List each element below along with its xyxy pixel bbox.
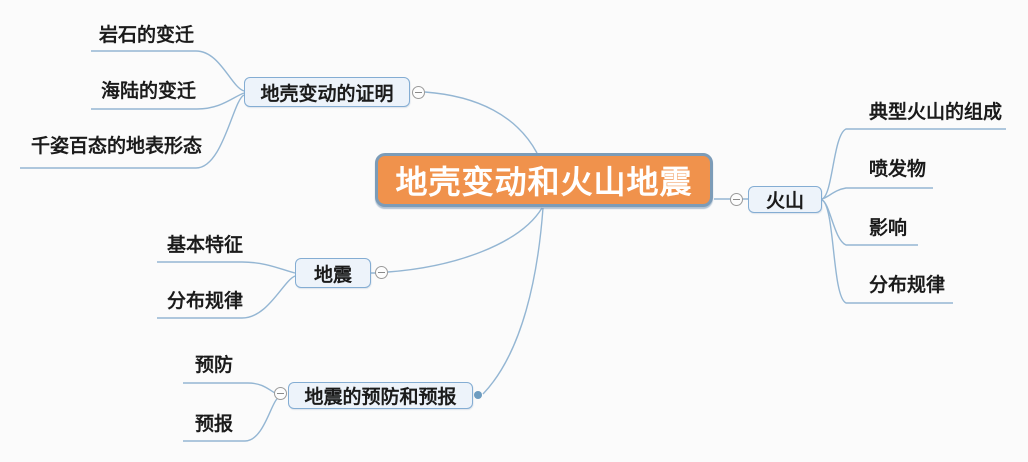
connector-central-to-prevention xyxy=(482,207,544,395)
subtopic-sea-land-change[interactable]: 海陆的变迁 xyxy=(101,80,197,102)
subtopic-impact[interactable]: 影响 xyxy=(869,217,908,239)
branch-line-quake-distribution xyxy=(157,275,296,319)
subtopic-forecast[interactable]: 预报 xyxy=(195,413,234,435)
main-topic-prevention[interactable]: 地震的预防和预报 xyxy=(288,382,473,409)
minus-icon xyxy=(733,199,740,200)
minus-icon xyxy=(277,393,284,394)
subtopic-ejecta[interactable]: 喷发物 xyxy=(869,158,927,180)
branch-line-basic-features xyxy=(157,261,296,274)
collapse-toggle-crust-proof[interactable] xyxy=(412,86,425,99)
branch-line-forecast xyxy=(183,398,278,442)
branch-line-landforms xyxy=(20,94,245,169)
main-topic-volcano[interactable]: 火山 xyxy=(748,186,822,213)
subtopic-prevent[interactable]: 预防 xyxy=(195,354,234,376)
minus-icon xyxy=(415,92,422,93)
branch-line-rock-change xyxy=(91,50,245,92)
branch-line-sea-land-change xyxy=(91,92,245,110)
main-topic-earthquake[interactable]: 地震 xyxy=(295,258,371,288)
connection-dot xyxy=(474,391,482,399)
subtopic-landforms[interactable]: 千姿百态的地表形态 xyxy=(31,135,203,157)
branch-line-prevent xyxy=(183,382,276,394)
collapse-toggle-prevention[interactable] xyxy=(274,387,287,400)
connector-proof-to-central xyxy=(424,91,538,154)
collapse-toggle-volcano[interactable] xyxy=(730,193,743,206)
central-topic[interactable]: 地壳变动和火山地震 xyxy=(375,153,713,207)
subtopic-rock-change[interactable]: 岩石的变迁 xyxy=(99,24,195,46)
branch-line-ejecta xyxy=(821,187,933,200)
minus-icon xyxy=(378,272,385,273)
subtopic-basic-features[interactable]: 基本特征 xyxy=(167,234,244,256)
subtopic-volcano-distribution[interactable]: 分布规律 xyxy=(869,274,946,296)
connector-quake-to-central xyxy=(371,207,543,274)
collapse-toggle-earthquake[interactable] xyxy=(375,266,388,279)
subtopic-typical-volcano[interactable]: 典型火山的组成 xyxy=(869,101,1003,123)
branch-line-typical-volcano xyxy=(821,128,1006,200)
subtopic-quake-distribution[interactable]: 分布规律 xyxy=(167,290,244,312)
main-topic-crust-proof[interactable]: 地壳变动的证明 xyxy=(244,77,410,107)
branch-line-volcano-distribution xyxy=(821,199,953,304)
